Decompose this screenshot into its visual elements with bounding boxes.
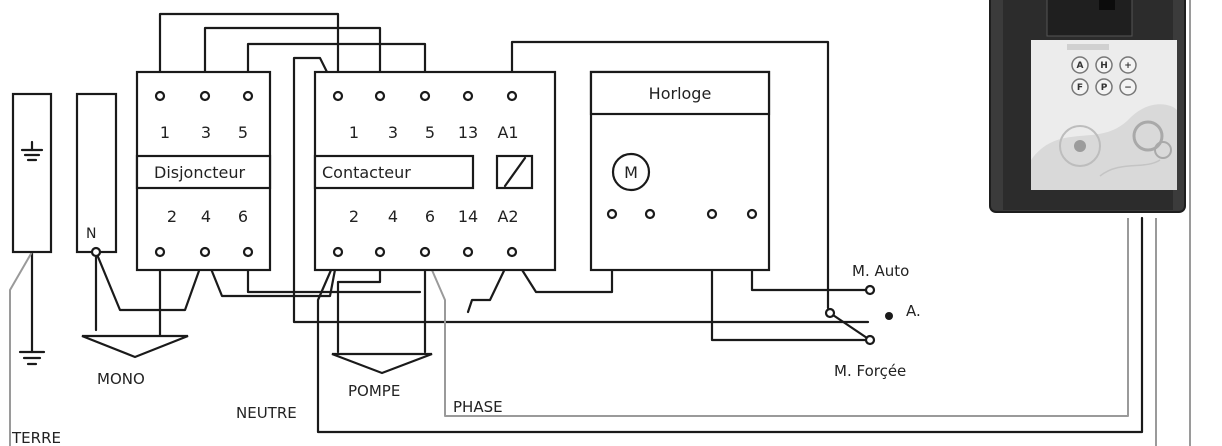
contacteur-terminal-4: 4 (388, 207, 398, 226)
contacteur-terminal-2: 2 (349, 207, 359, 226)
neutre-label: NEUTRE (236, 404, 297, 422)
selector-switch: M. Auto A. M. Forçée (824, 262, 921, 380)
contacteur-terminal-5: 5 (425, 123, 435, 142)
clock-motor-icon: M (611, 152, 651, 192)
contacteur-terminal-a1: A1 (497, 123, 518, 142)
contacteur-label: Contacteur (322, 163, 411, 182)
f-button-label: F (1077, 83, 1083, 93)
h-button[interactable] (1095, 56, 1113, 74)
h-button-label: H (1100, 61, 1108, 71)
disjoncteur-terminal-6: 6 (238, 207, 248, 226)
plus-button-label: + (1124, 61, 1132, 71)
coil-symbol (495, 154, 534, 190)
horloge: Horloge M (589, 70, 771, 272)
contacteur: Contacteur 1 3 5 13 A1 2 4 6 14 A2 (313, 70, 557, 272)
terminals (90, 90, 758, 258)
arret-position-label: A. (906, 302, 921, 320)
contacteur-terminal-1: 1 (349, 123, 359, 142)
motor-label: M (624, 163, 638, 182)
f-button[interactable] (1071, 78, 1089, 96)
plus-button[interactable] (1119, 56, 1137, 74)
pompe-label: POMPE (348, 382, 400, 400)
forcee-position-label: M. Forçée (834, 362, 906, 380)
disjoncteur-label: Disjoncteur (154, 163, 246, 182)
pompe-load: POMPE (331, 352, 433, 400)
disjoncteur: Disjoncteur 1 3 5 2 4 6 (135, 70, 272, 272)
neutral-bar-label: N (86, 226, 96, 242)
horloge-label: Horloge (649, 84, 712, 103)
controller-device: A H + F P − (989, 0, 1186, 213)
contacteur-terminal-3: 3 (388, 123, 398, 142)
earth-electrode (11, 92, 53, 254)
contacteur-terminal-13: 13 (458, 123, 478, 142)
disjoncteur-terminal-5: 5 (238, 123, 248, 142)
disjoncteur-terminal-2: 2 (167, 207, 177, 226)
contacteur-terminal-14: 14 (458, 207, 478, 226)
contacteur-terminal-a2: A2 (497, 207, 518, 226)
neutral-bar: N (75, 92, 118, 254)
grey-wires (9, 0, 1191, 446)
arret-position-dot (885, 312, 893, 320)
a-button-label: A (1077, 61, 1084, 71)
minus-button-label: − (1124, 83, 1132, 93)
mono-label: MONO (97, 370, 145, 388)
mono-load: MONO (81, 334, 189, 388)
p-button-label: P (1101, 83, 1108, 93)
disjoncteur-terminal-3: 3 (201, 123, 211, 142)
ground-symbol (18, 350, 46, 366)
terre-label: TERRE (11, 429, 61, 446)
p-button[interactable] (1095, 78, 1113, 96)
controller-buttons: A H + F P − (1071, 56, 1137, 96)
phase-label: PHASE (453, 398, 503, 416)
contacteur-terminal-6: 6 (425, 207, 435, 226)
controller-display (1046, 0, 1133, 37)
minus-button[interactable] (1119, 78, 1137, 96)
disjoncteur-terminal-4: 4 (201, 207, 211, 226)
disjoncteur-terminal-1: 1 (160, 123, 170, 142)
a-button[interactable] (1071, 56, 1089, 74)
auto-position-label: M. Auto (852, 262, 909, 280)
